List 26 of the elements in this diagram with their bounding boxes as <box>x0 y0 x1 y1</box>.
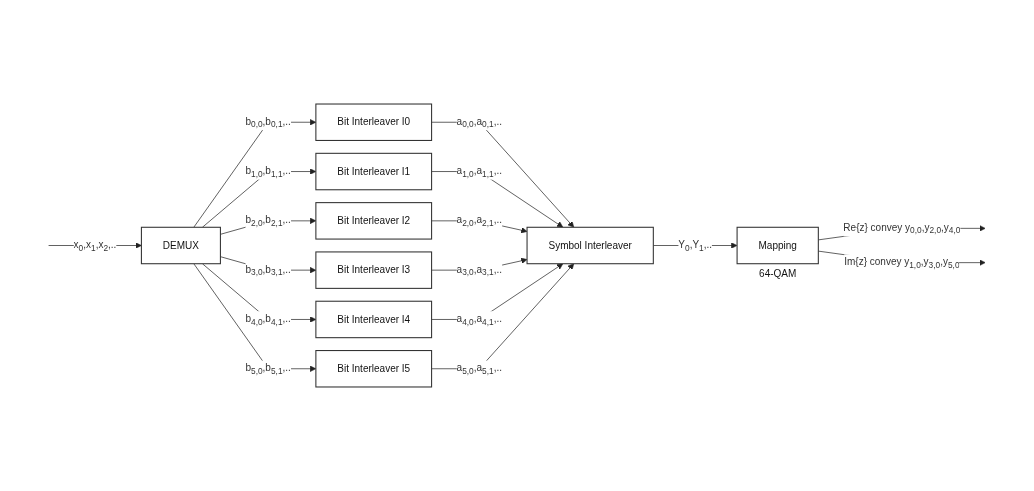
edge-label: b$_{5,0}$,b$_{5,1}$,.. <box>245 361 291 376</box>
node-box: Mapping <box>736 226 819 265</box>
edge-label: b$_{0,0}$,b$_{0,1}$,.. <box>245 115 291 129</box>
node-box: DEMUX <box>140 226 221 265</box>
edge-label: a$_{5,0}$,a$_{5,1}$,.. <box>456 361 503 376</box>
node-box: Bit Interleaver I3 <box>315 251 433 289</box>
edge-label: Y$_{0}$,Y$_{1}$,.. <box>678 238 713 253</box>
edge-label: b$_{2,0}$,b$_{2,1}$,.. <box>245 213 291 228</box>
edge-label: a$_{2,0}$,a$_{2,1}$,.. <box>456 213 503 228</box>
node-box: Bit Interleaver I1 <box>315 152 433 191</box>
edge-label: a$_{3,0}$,a$_{3,1}$,.. <box>456 263 503 277</box>
edge-label: b$_{3,0}$,b$_{3,1}$,.. <box>245 263 291 277</box>
edge-label: Im{z} convey y$_{1,0}$,y$_{3,0}$,y$_{5,0}$ <box>844 255 960 270</box>
edge-label: Re{z} convey y$_{0,0}$,y$_{2,0}$,y$_{4,0}$ <box>843 221 961 235</box>
node-box: Bit Interleaver I2 <box>315 202 433 240</box>
edge-label: b$_{1,0}$,b$_{1,1}$,.. <box>245 164 291 179</box>
node-box: Bit Interleaver I0 <box>315 103 433 141</box>
edge-label: x$_{0}$,x$_{1}$,x$_{2}$,.. <box>73 238 117 253</box>
edge-label: a$_{4,0}$,a$_{4,1}$,.. <box>456 312 503 326</box>
edge-label: b$_{4,0}$,b$_{4,1}$,.. <box>245 312 291 326</box>
edge-label: a$_{0,0}$,a$_{0,1}$,.. <box>456 115 503 129</box>
node-box: Bit Interleaver I5 <box>315 350 433 388</box>
node-box: Symbol Interleaver <box>526 226 654 265</box>
node-box: Bit Interleaver I4 <box>315 300 433 339</box>
edge-label: a$_{1,0}$,a$_{1,1}$,.. <box>456 164 503 179</box>
node-caption: 64-QAM <box>759 267 797 279</box>
